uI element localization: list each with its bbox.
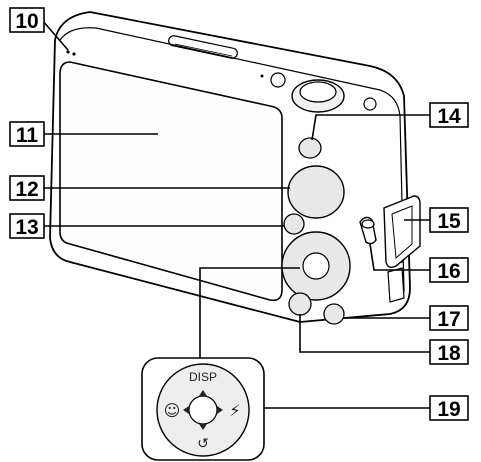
left-arrow-icon bbox=[183, 406, 189, 414]
microphone bbox=[66, 50, 70, 54]
smile-icon: ☺ bbox=[164, 401, 181, 420]
down-arrow-icon bbox=[199, 424, 207, 430]
callout-label: 19 bbox=[437, 398, 460, 421]
callout-label: 10 bbox=[15, 10, 38, 33]
right-arrow-icon bbox=[217, 406, 223, 414]
top-right-button[interactable] bbox=[298, 137, 322, 159]
control-wheel-center-button[interactable] bbox=[188, 395, 218, 425]
small-round-button[interactable] bbox=[283, 213, 305, 235]
lower-left-button[interactable] bbox=[288, 292, 312, 316]
callout-label: 18 bbox=[437, 342, 461, 365]
callout-10: 10 bbox=[9, 7, 45, 33]
large-round-button[interactable] bbox=[287, 165, 345, 219]
callout-15: 15 bbox=[429, 207, 469, 233]
callout-18: 18 bbox=[429, 339, 469, 365]
callout-16: 16 bbox=[429, 257, 469, 283]
callout-19: 19 bbox=[429, 395, 469, 421]
callout-11: 11 bbox=[9, 121, 45, 147]
self-timer-icon: ↺ bbox=[197, 436, 209, 452]
callout-17: 17 bbox=[429, 305, 469, 331]
callout-label: 14 bbox=[437, 105, 461, 128]
back-buttons bbox=[281, 137, 351, 325]
wheel-disp-label: DISP bbox=[189, 370, 217, 384]
callout-label: 13 bbox=[15, 216, 38, 239]
callout-label: 12 bbox=[15, 178, 38, 201]
callout-14: 14 bbox=[429, 102, 469, 128]
callout-12: 12 bbox=[9, 175, 45, 201]
control-wheel-inset: DISP ☺ ⚡ ↺ bbox=[141, 357, 265, 461]
up-arrow-icon bbox=[199, 390, 207, 396]
callout-label: 17 bbox=[437, 308, 460, 331]
callout-label: 16 bbox=[437, 260, 460, 283]
leader-lines bbox=[41, 19, 430, 409]
callout-13: 13 bbox=[9, 213, 45, 239]
strap-hook bbox=[359, 216, 377, 245]
flash-icon: ⚡ bbox=[229, 401, 240, 420]
terminal-cover bbox=[383, 195, 421, 269]
lower-right-button[interactable] bbox=[323, 303, 345, 325]
lcd-screen bbox=[59, 61, 283, 302]
callout-label: 15 bbox=[437, 210, 461, 233]
callout-label: 11 bbox=[16, 124, 39, 147]
